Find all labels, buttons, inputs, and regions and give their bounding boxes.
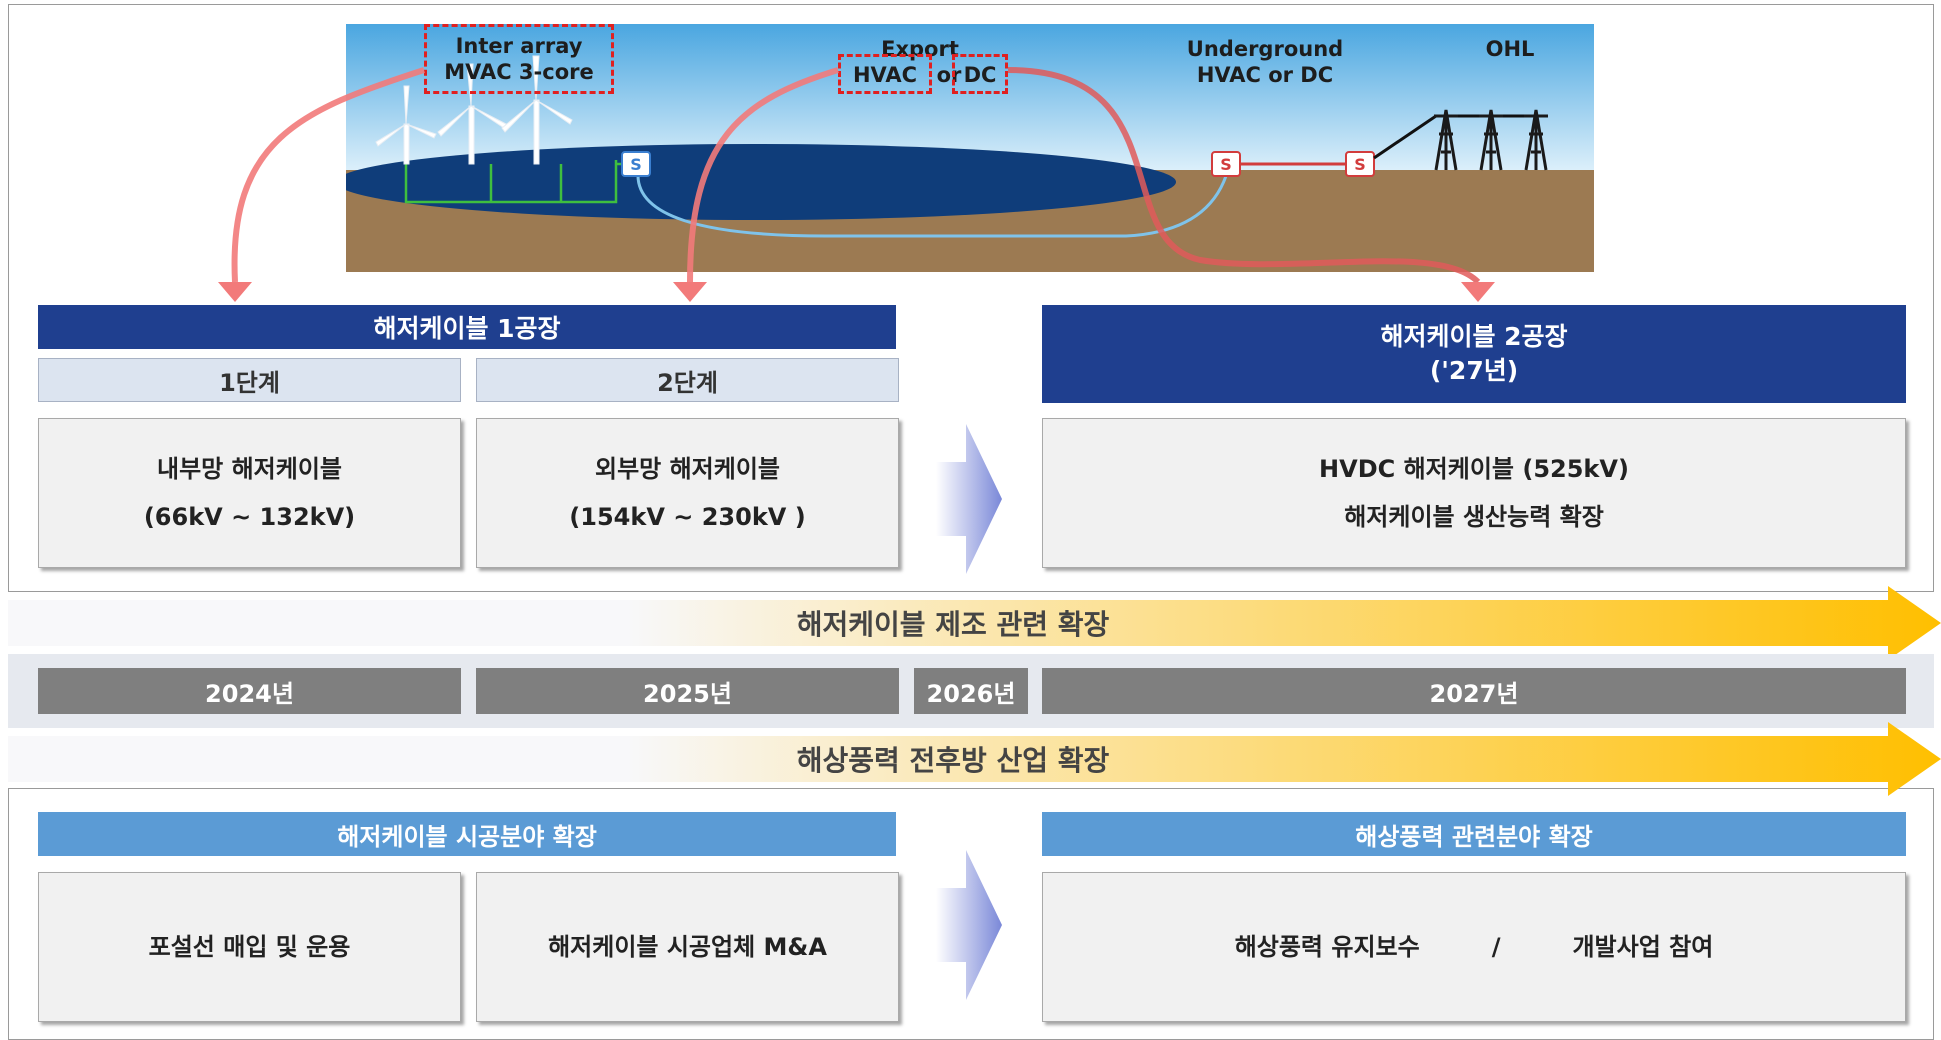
substation-icon-onshore-2: S (1345, 151, 1375, 177)
export-hvac-label: HVAC (838, 54, 932, 94)
year-2025: 2025년 (476, 668, 899, 714)
industry-band-arrow (8, 722, 1941, 796)
wind-turbine-icon (375, 55, 573, 165)
offshore-development: 개발사업 참여 (1572, 933, 1714, 961)
inter-array-cable (404, 160, 618, 204)
contractor-ma-card: 해저케이블 시공업체 M&A (476, 872, 899, 1022)
offshore-wind-illustration: S S S (346, 24, 1594, 272)
inter-array-label: Inter array MVAC 3-core (424, 24, 614, 94)
plant2-header: 해저케이블 2공장 ('27년) (1042, 305, 1906, 403)
industry-band-label: 해상풍력 전후방 산업 확장 (796, 744, 1110, 777)
year-2024: 2024년 (38, 668, 461, 714)
transmission-tower-icon (1434, 109, 1548, 171)
connector-arrows (218, 67, 1495, 302)
construction-header: 해저케이블 시공분야 확장 (38, 812, 896, 856)
substation-icon-onshore-1: S (1211, 151, 1241, 177)
offshore-maintenance: 해상풍력 유지보수 (1234, 933, 1420, 961)
export-or-label: or (936, 63, 962, 87)
offshore-header: 해상풍력 관련분야 확장 (1042, 812, 1906, 856)
substation-icon-offshore: S (621, 151, 651, 177)
manufacturing-band-arrow (8, 586, 1941, 660)
offshore-separator: / (1491, 933, 1501, 961)
offshore-card: 해상풍력 유지보수 / 개발사업 참여 (1042, 872, 1906, 1022)
manufacturing-band-label: 해저케이블 제조 관련 확장 (796, 608, 1110, 641)
chevron-right-icon (936, 424, 1002, 574)
svg-text:S: S (630, 155, 642, 174)
svg-text:S: S (1220, 155, 1232, 174)
svg-text:S: S (1354, 155, 1366, 174)
export-label: Export (881, 37, 959, 61)
year-2026: 2026년 (914, 668, 1028, 714)
vessel-card: 포설선 매입 및 운용 (38, 872, 461, 1022)
plant1-stage2: 2단계 (476, 358, 899, 402)
export-cable (636, 173, 1228, 238)
hvdc-cable-card: HVDC 해저케이블 (525kV) 해저케이블 생산능력 확장 (1042, 418, 1906, 568)
outer-cable-card: 외부망 해저케이블 (154kV ~ 230kV ) (476, 418, 899, 568)
export-dc-label: DC (952, 54, 1008, 94)
inner-cable-card: 내부망 해저케이블 (66kV ~ 132kV) (38, 418, 461, 568)
ohl-label: OHL (1485, 37, 1535, 61)
underground-label: Underground HVAC or DC (1186, 37, 1344, 87)
plant1-stage1: 1단계 (38, 358, 461, 402)
plant1-header: 해저케이블 1공장 (38, 305, 896, 349)
chevron-right-icon (936, 850, 1002, 1000)
year-2027: 2027년 (1042, 668, 1906, 714)
